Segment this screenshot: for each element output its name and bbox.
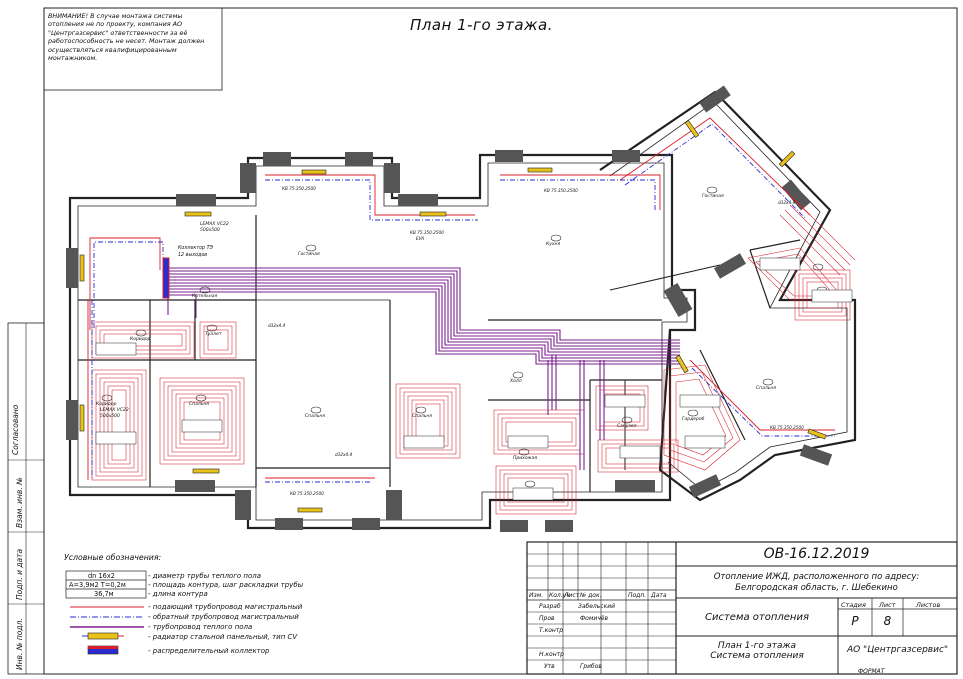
stamp-object-line2: Белгородская область, г. Шебекино [735, 583, 898, 593]
radiator1-size-label: 500x500 [200, 228, 220, 233]
collector-label: Коллектор ТЭ [178, 246, 213, 251]
room-label-spalnya-3: Спальня [756, 386, 777, 391]
radiator2-size-label: 500x500 [100, 414, 120, 419]
room-label-gostinaya-2: Гостиная [702, 194, 724, 199]
loop-toilet [199, 321, 237, 359]
stamp-object-line1: Отопление ИЖД, расположенного по адресу: [713, 572, 920, 582]
stamp-stadiya-value: Р [851, 614, 859, 628]
legend-item-supply: - подающий трубопровод магистральный [148, 603, 303, 611]
pipe-diameter-1: d32x4.4 [268, 323, 286, 328]
legend-item-length: - длина контура [148, 590, 208, 598]
stamp-list-value: 8 [883, 614, 892, 628]
pipe-tag-4: КВ 75.350.2500 [770, 425, 804, 430]
side-label-podp-data: Подп. и дата [15, 548, 24, 600]
room-label-koridor: Коридор [96, 402, 117, 407]
room-label-gostinaya: Гостиная [298, 252, 320, 257]
room-label-kotelnaya: Котельная [192, 294, 218, 299]
stamp-row-nkontr: Н.контр [539, 651, 564, 658]
side-label-vzam-inv: Взам. инв. № [15, 477, 24, 528]
stamp-list-label: Лист [879, 601, 896, 609]
stamp-name-razrab: Забельский [578, 603, 616, 610]
pipe-tag-3: КВ 75.350.2500 [410, 230, 444, 235]
pipe-diameter-2: d32x4.4 [335, 452, 353, 457]
room-label-holl: Холл [510, 379, 522, 384]
room-label-spalnya: Спальня [305, 414, 326, 419]
legend-collector-symbol [87, 645, 119, 655]
window-blocks [66, 85, 833, 532]
stamp-format-label: ФОРМАТ [858, 668, 885, 675]
building-walls [68, 90, 857, 530]
stamp-row-prov: Пров [539, 615, 555, 622]
stamp-name-prov: Фомичёв [580, 615, 609, 622]
legend-item-radiator: - радиатор стальной панельный, тип CV [148, 633, 298, 641]
loop-living-corner [779, 199, 856, 276]
stamp-row-razrab: Разраб [539, 603, 561, 610]
stamp-name-utv: Грибов [580, 663, 602, 670]
room-label-spalnya-4: Спальня [189, 402, 210, 407]
stamp-col-podp: Подп. [628, 592, 647, 599]
stamp-sheet-title-line2: Система отопления [710, 651, 804, 661]
legend-radiator-symbol [82, 632, 124, 640]
stamp-col-izm: Изм. [529, 592, 544, 599]
legend-heading: Условные обозначения: [64, 553, 162, 562]
loop-left-room [91, 369, 147, 481]
stamp-company: АО "Центргазсервис" [846, 645, 949, 655]
legend-item-diameter: - диаметр трубы теплого пола [148, 572, 262, 580]
room-label-sanuzel: Санузел [617, 424, 637, 429]
title-block [526, 541, 958, 675]
stamp-col-ndok: № док. [580, 592, 602, 599]
distribution-collector [162, 257, 170, 299]
side-label-soglasovano: Согласовано [11, 404, 20, 455]
stamp-system-name: Система отопления [704, 612, 809, 623]
room-tags [101, 186, 828, 488]
legend-item-collector: - распределительный коллектор [148, 647, 270, 655]
pipe-diameter-3: d32x4.4 [778, 200, 796, 205]
legend-graphics [65, 570, 147, 655]
radiator1-label: LEMAX VC22 [200, 222, 229, 227]
pipe-tag-2: КВ 75.350.2500 [544, 188, 578, 193]
warning-note: ВНИМАНИЕ! В случае монтажа системы отопл… [48, 12, 205, 63]
stamp-col-data: Дата [651, 592, 667, 599]
stamp-col-list: Лист [564, 592, 580, 599]
legend-box-pipe-diam: dn 16x2 [88, 572, 115, 580]
stamp-listov-label: Листов [916, 601, 941, 609]
pipe-tag-short: EVA [416, 236, 425, 241]
room-label-tualet: Туалет [205, 332, 222, 337]
stamp-row-tkontr: Т.контр [539, 627, 564, 634]
room-label-koridor-2: Коридор [130, 337, 151, 342]
loop-bedroom-left [159, 377, 245, 465]
collector-pipe-bundle [165, 267, 680, 470]
stamp-row-utv: Утв [544, 663, 555, 670]
legend-item-return: - обратный трубопровод магистральный [148, 613, 299, 621]
pipe-tag-1: КВ 75.350.2500 [282, 186, 316, 191]
plan-title: План 1-го этажа. [409, 16, 554, 34]
room-label-kuhnya: Кухня [546, 242, 561, 247]
stamp-sheet-title-line1: План 1-го этажа [717, 641, 797, 651]
radiators [79, 120, 827, 513]
side-label-inv-podl: Инв. № подл. [15, 618, 24, 670]
stamp-col-kol: Кол.уч [549, 592, 570, 599]
pipe-tag-5: КВ 75.350.2500 [290, 491, 324, 496]
room-label-spalnya-2: Спальня [412, 414, 433, 419]
radiator2-label: LEMAX VC22 [100, 408, 129, 413]
stamp-stadiya-label: Стадия [841, 601, 866, 609]
stamp-doc-code: ОВ-16.12.2019 [763, 546, 870, 562]
legend-box-length: 36,7м [94, 590, 114, 598]
loop-label-boxes [95, 257, 853, 501]
legend-item-floor-pipe: - трубопровод теплого пола [148, 623, 253, 631]
warning-note-box [43, 7, 223, 91]
legend-item-area: - площадь контура, шаг раскладки трубы [148, 581, 304, 589]
legend-box-area: A=3,9м2 T=0,2м [69, 581, 126, 589]
main-return-pipe [91, 123, 835, 483]
room-label-prihozhaya: Прихожая [513, 456, 538, 461]
room-label-garderob: Гардероб [682, 417, 705, 422]
collector-outlets-label: 12 выходов [178, 253, 208, 258]
